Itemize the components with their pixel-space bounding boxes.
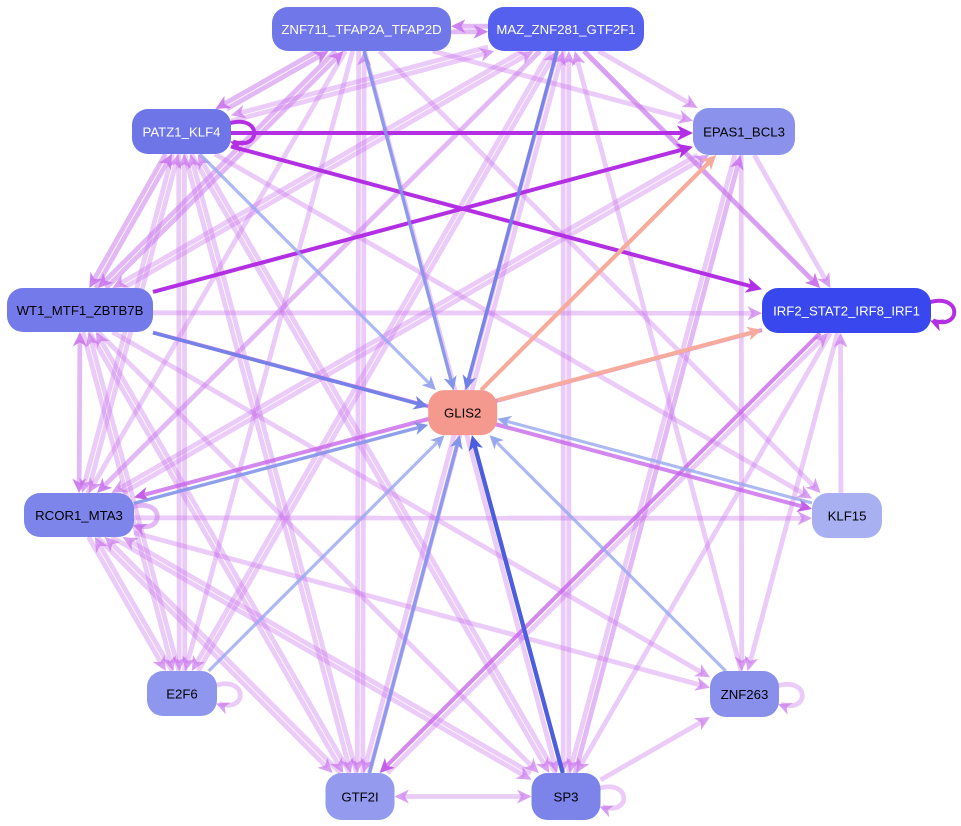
svg-text:RCOR1_MTA3: RCOR1_MTA3	[35, 508, 123, 523]
svg-text:ZNF263: ZNF263	[721, 687, 769, 702]
svg-text:IRF2_STAT2_IRF8_IRF1: IRF2_STAT2_IRF8_IRF1	[773, 303, 920, 318]
svg-text:E2F6: E2F6	[166, 686, 198, 701]
svg-text:WT1_MTF1_ZBTB7B: WT1_MTF1_ZBTB7B	[17, 303, 144, 318]
svg-text:PATZ1_KLF4: PATZ1_KLF4	[143, 124, 221, 139]
svg-text:GLIS2: GLIS2	[444, 405, 481, 420]
svg-text:GTF2I: GTF2I	[341, 789, 378, 804]
svg-text:SP3: SP3	[554, 789, 579, 804]
svg-text:EPAS1_BCL3: EPAS1_BCL3	[703, 124, 785, 139]
svg-text:MAZ_ZNF281_GTF2F1: MAZ_ZNF281_GTF2F1	[496, 22, 635, 37]
svg-text:ZNF711_TFAP2A_TFAP2D: ZNF711_TFAP2A_TFAP2D	[281, 22, 441, 37]
svg-text:KLF15: KLF15	[828, 508, 867, 523]
